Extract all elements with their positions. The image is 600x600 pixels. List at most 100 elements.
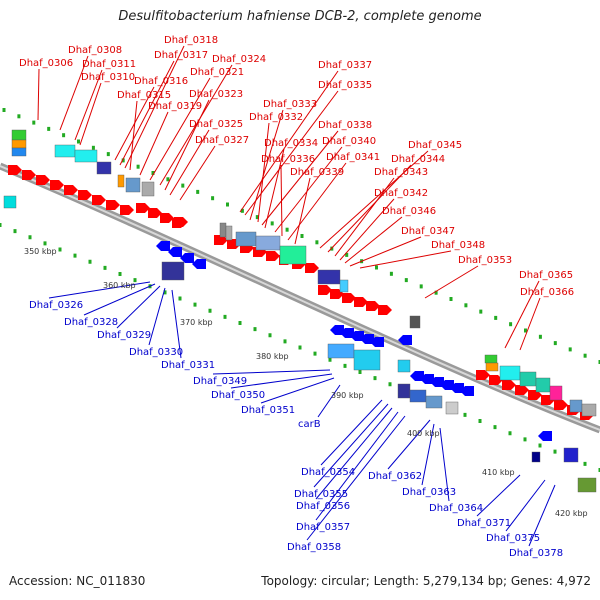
forward-gene-arrow: [136, 203, 150, 213]
tick-mark: [226, 202, 229, 207]
topology-label: Topology:: [261, 574, 318, 588]
gene-label-dhaf-0366: Dhaf_0366: [520, 287, 574, 298]
tick-mark: [103, 265, 107, 270]
leader-line: [519, 297, 541, 351]
forward-gene-arrow: [378, 305, 392, 315]
leader-line: [476, 474, 521, 517]
gene-label-dhaf-0325: Dhaf_0325: [189, 119, 243, 130]
tick-mark: [77, 139, 80, 144]
tick-mark: [373, 376, 377, 381]
tick-mark: [524, 328, 527, 333]
feature-box-cyan: [499, 365, 521, 381]
gene-label-dhaf-0337: Dhaf_0337: [318, 60, 372, 71]
gene-label-dhaf-0330: Dhaf_0330: [129, 347, 183, 358]
leader-line: [148, 287, 166, 346]
leader-line: [315, 407, 393, 500]
gene-label-dhaf-0321: Dhaf_0321: [190, 67, 244, 78]
tick-mark: [0, 223, 2, 227]
gene-label-dhaf-0343: Dhaf_0343: [374, 167, 428, 178]
gene-label-dhaf-0356: Dhaf_0356: [296, 501, 350, 512]
forward-gene-arrow: [502, 380, 516, 390]
tick-mark: [28, 235, 32, 240]
feature-box-gray: [219, 222, 227, 238]
tick-mark: [47, 126, 51, 131]
leader-line: [334, 177, 395, 257]
forward-gene-arrow: [174, 217, 188, 227]
tick-mark: [285, 227, 289, 232]
gene-labels: Dhaf_0306Dhaf_0308Dhaf_0311Dhaf_0310Dhaf…: [19, 35, 574, 559]
leader-line: [261, 130, 339, 226]
leader-line: [421, 423, 435, 486]
leader-line: [257, 122, 270, 223]
tick-mark: [166, 177, 170, 182]
feature-box-green: [484, 354, 498, 364]
gene-label-dhaf-0371: Dhaf_0371: [457, 518, 511, 529]
forward-gene-arrow: [342, 293, 356, 303]
feature-box-green: [11, 129, 27, 141]
tick-mark: [404, 278, 408, 283]
feature-box-navy: [96, 161, 112, 175]
gene-label-dhaf-0342: Dhaf_0342: [374, 188, 428, 199]
feature-box-olive: [577, 477, 597, 493]
forward-gene-arrow: [528, 390, 542, 400]
leader-line: [339, 198, 395, 261]
tick-mark: [32, 120, 36, 125]
feature-box-blue: [563, 447, 579, 463]
gene-label-dhaf-0363: Dhaf_0363: [402, 487, 456, 498]
gene-label-dhaf-0323: Dhaf_0323: [189, 89, 243, 100]
gene-label-dhaf-0349: Dhaf_0349: [193, 376, 247, 387]
tick-mark: [583, 353, 587, 358]
tick-mark: [133, 278, 137, 283]
scale-label: 380 kbp: [256, 352, 289, 361]
leader-line: [387, 419, 431, 470]
label-leader-lines: [37, 45, 556, 547]
feature-box-gray: [581, 403, 597, 417]
gene-label-dhaf-0308: Dhaf_0308: [68, 45, 122, 56]
feature-box-blue: [327, 343, 355, 359]
leader-line: [424, 265, 479, 299]
reverse-gene-arrow: [168, 247, 182, 257]
leader-line: [327, 164, 412, 253]
forward-gene-arrow: [78, 190, 92, 200]
leader-line: [37, 68, 40, 121]
tick-mark: [283, 339, 287, 344]
tick-mark: [345, 252, 349, 257]
leader-line: [249, 109, 284, 221]
scale-label: 420 kbp: [555, 509, 588, 518]
tick-mark: [463, 412, 467, 417]
tick-mark: [121, 158, 125, 163]
feature-box-orange: [485, 362, 499, 372]
forward-gene-arrow: [354, 297, 368, 307]
gene-label-dhaf-0358: Dhaf_0358: [287, 542, 341, 553]
feature-box-cyan: [3, 195, 17, 209]
leader-line: [48, 281, 151, 299]
forward-gene-arrow: [214, 235, 228, 245]
gene-label-dhaf-0351: Dhaf_0351: [241, 405, 295, 416]
gene-label-dhaf-0339: Dhaf_0339: [290, 167, 344, 178]
tick-mark: [449, 297, 453, 301]
reverse-gene-arrow: [192, 259, 206, 269]
accession-info: Accession: NC_011830: [9, 574, 145, 588]
feature-box-cyan: [397, 359, 411, 373]
leader-line: [171, 289, 182, 359]
feature-box-pink: [549, 385, 563, 401]
tick-mark: [17, 114, 21, 119]
leader-line: [280, 164, 283, 237]
gene-features: [3, 129, 597, 493]
feature-box-teal: [519, 371, 537, 387]
feature-box-cyan: [353, 349, 381, 371]
scale-label: 410 kbp: [482, 468, 515, 477]
leader-line: [439, 427, 450, 502]
leader-line: [317, 384, 341, 418]
reverse-gene-arrow: [398, 335, 412, 345]
leader-line: [344, 216, 403, 264]
reverse-gene-arrow: [370, 337, 384, 347]
feature-box-cyan: [339, 279, 349, 293]
tick-mark: [419, 284, 423, 289]
leader-line: [319, 150, 429, 249]
feature-box-gray: [445, 401, 459, 415]
tick-mark: [538, 334, 542, 339]
leader-line: [139, 111, 169, 176]
gene-label-dhaf-0311: Dhaf_0311: [82, 59, 136, 70]
